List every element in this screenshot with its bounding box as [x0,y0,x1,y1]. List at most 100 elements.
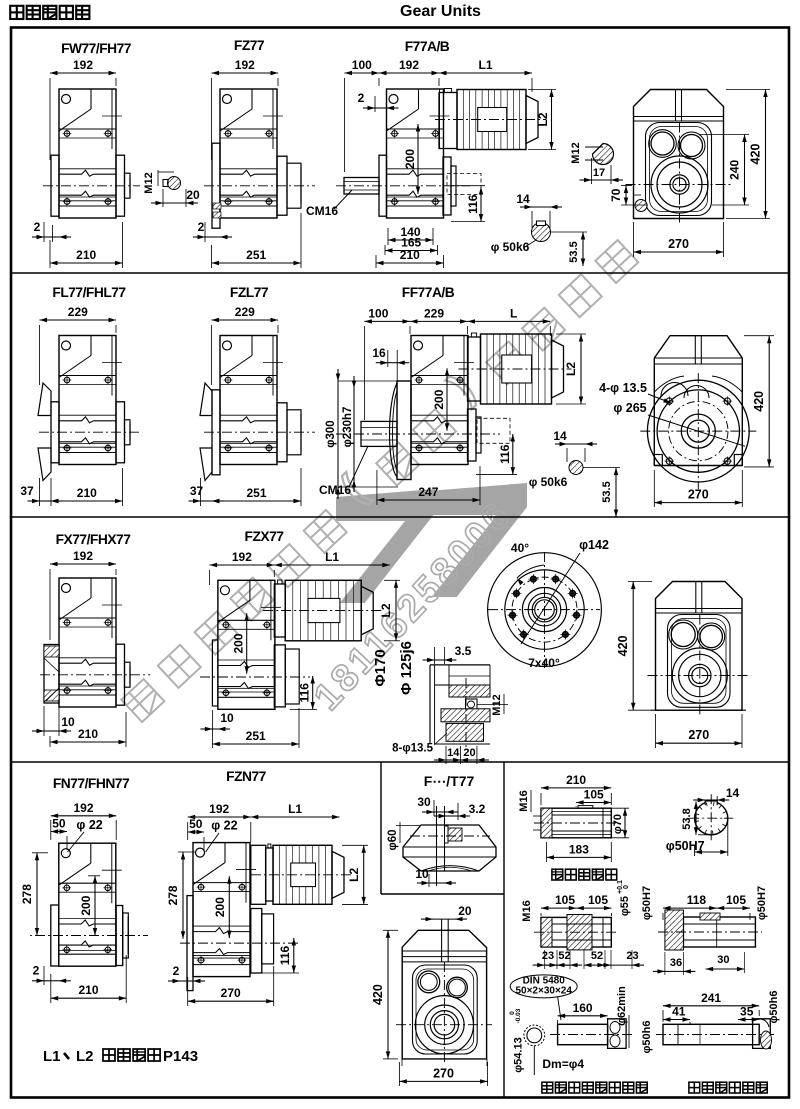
svg-text:53.5: 53.5 [601,481,613,502]
svg-text:105: 105 [584,788,604,802]
svg-text:270: 270 [221,986,241,1000]
svg-text:2: 2 [358,91,365,105]
svg-text:φ60: φ60 [387,829,399,850]
svg-text:270: 270 [668,237,689,251]
svg-text:16: 16 [372,346,386,360]
svg-text:200: 200 [232,633,246,653]
svg-text:229: 229 [424,306,444,320]
svg-text:14: 14 [726,786,740,800]
svg-text:118: 118 [687,893,707,907]
svg-text:420: 420 [752,391,766,412]
svg-text:105: 105 [726,893,746,907]
svg-text:251: 251 [246,248,266,262]
svg-text:41: 41 [672,1005,686,1019]
svg-text:2: 2 [198,220,205,234]
svg-text:0: 0 [509,1011,516,1015]
svg-text:70: 70 [609,188,623,202]
svg-text:φ54.13: φ54.13 [513,1037,525,1072]
svg-text:0: 0 [623,885,630,889]
svg-text:53.5: 53.5 [568,241,580,262]
svg-text:φ 22: φ 22 [211,819,237,833]
svg-text:L1: L1 [478,58,492,72]
svg-text:L2: L2 [76,1048,94,1065]
svg-text:17: 17 [593,167,605,179]
svg-text:φ 22: φ 22 [76,818,102,832]
svg-text:FZN77: FZN77 [226,769,266,784]
svg-text:φ142: φ142 [579,538,609,552]
svg-text:278: 278 [20,884,34,904]
svg-text:251: 251 [246,729,266,743]
svg-text:Dm=φ4: Dm=φ4 [542,1057,584,1071]
svg-text:192: 192 [73,801,93,815]
svg-text:φ300: φ300 [325,420,337,447]
svg-text:20: 20 [186,188,200,202]
svg-text:Φ 125j6: Φ 125j6 [398,641,415,695]
svg-text:200: 200 [79,895,93,915]
svg-text:105: 105 [588,893,608,907]
svg-text:φ50H7: φ50H7 [666,839,705,853]
svg-text:30: 30 [717,954,729,966]
svg-text:210: 210 [78,983,98,997]
svg-text:F⋯/T77: F⋯/T77 [424,773,475,789]
svg-text:160: 160 [573,1001,593,1015]
svg-text:M12: M12 [570,142,582,163]
svg-text:M16: M16 [518,790,530,811]
svg-text:14: 14 [553,429,567,443]
svg-text:20: 20 [458,904,472,918]
svg-text:183: 183 [569,842,589,856]
svg-text:-0.03: -0.03 [515,1008,522,1023]
svg-text:φ55: φ55 [619,896,631,916]
svg-text:L2: L2 [379,603,393,617]
svg-text:2: 2 [33,964,40,978]
svg-text:116: 116 [298,683,312,703]
svg-text:M12: M12 [491,694,503,715]
svg-text:229: 229 [235,305,255,319]
svg-text:FF77A/B: FF77A/B [402,285,455,300]
svg-text:P143: P143 [163,1048,198,1065]
svg-text:10: 10 [220,711,234,725]
svg-text:L2: L2 [347,867,361,881]
svg-text:10: 10 [415,867,429,881]
svg-text:FL77/FHL77: FL77/FHL77 [52,285,126,300]
svg-text:192: 192 [73,549,93,563]
svg-text:Gear Units: Gear Units [400,3,481,20]
svg-text:200: 200 [432,389,446,409]
svg-text:192: 192 [235,58,255,72]
svg-text:23: 23 [542,950,554,962]
svg-text:210: 210 [78,727,98,741]
svg-text:L: L [510,306,517,320]
svg-text:20: 20 [463,747,475,759]
svg-text:M16: M16 [521,900,533,921]
svg-text:L1: L1 [43,1048,61,1065]
svg-text:200: 200 [213,897,227,917]
svg-text:F77A/B: F77A/B [405,39,450,54]
svg-text:50: 50 [189,817,203,831]
svg-text:φ50h6: φ50h6 [768,991,780,1024]
svg-text:37: 37 [190,484,204,498]
svg-text:116: 116 [498,444,512,464]
svg-text:φ 50k6: φ 50k6 [491,240,530,254]
svg-text:L2: L2 [564,362,578,376]
svg-text:FX77/FHX77: FX77/FHX77 [56,532,132,547]
svg-text:DIN 5480: DIN 5480 [523,976,566,987]
svg-text:CM16: CM16 [319,483,351,497]
svg-text:116: 116 [466,194,480,214]
svg-text:192: 192 [232,550,252,564]
svg-text:2: 2 [34,220,41,234]
svg-text:270: 270 [688,728,709,742]
svg-text:φ 265: φ 265 [613,401,646,415]
svg-text:14: 14 [447,747,460,759]
svg-text:210: 210 [76,248,96,262]
svg-text:192: 192 [209,802,229,816]
svg-text:L1: L1 [288,802,302,816]
svg-text:270: 270 [433,1066,454,1080]
svg-text:210: 210 [400,248,420,262]
svg-text:FZL77: FZL77 [230,285,269,300]
svg-text:100: 100 [368,306,388,320]
svg-text:3.5: 3.5 [455,644,472,658]
svg-text:420: 420 [371,984,385,1005]
svg-text:7x40°: 7x40° [528,656,560,670]
svg-text:φ62min: φ62min [616,986,628,1026]
svg-text:200: 200 [403,149,417,169]
svg-text:52: 52 [558,950,570,962]
